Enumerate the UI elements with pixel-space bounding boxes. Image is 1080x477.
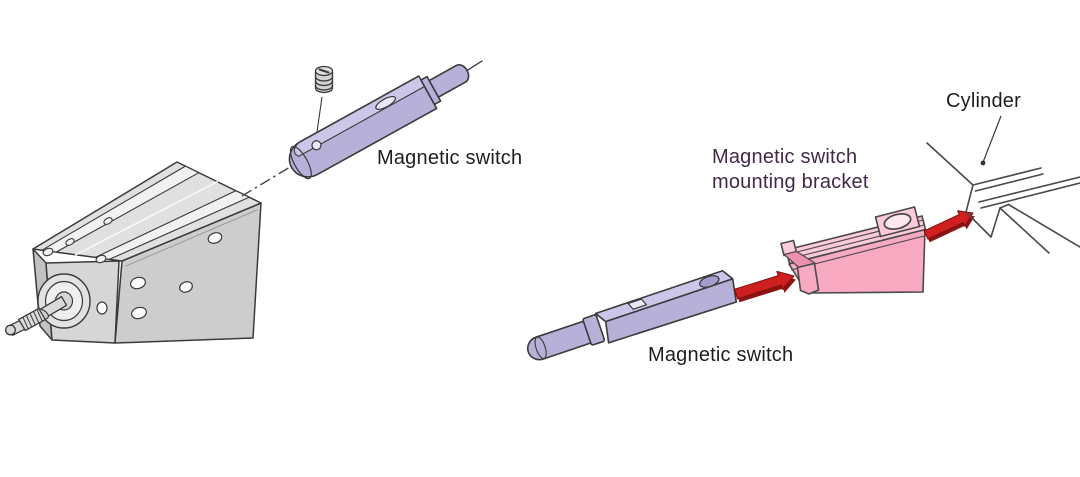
- bracket-left-lower-prong: [796, 262, 820, 295]
- cylinder-right-face-chamfer-line: [125, 209, 258, 267]
- cylinder-art-left-face: [965, 184, 974, 213]
- switch-right-cable-end-cap: [534, 336, 547, 360]
- insertion-arrow-right: [923, 210, 975, 243]
- cylinder-art-rail-long-2: [980, 182, 1080, 209]
- bracket-screw-hole: [883, 213, 912, 230]
- set-screw-thread-2: [314, 80, 334, 87]
- magnetic-switch-right-illustration: [526, 269, 738, 361]
- magnetic-switch-left-illustration: [288, 60, 483, 180]
- piston-rod-thread-hatching: [22, 309, 43, 330]
- piston-rod-tip-cap: [5, 324, 16, 336]
- insertion-arrow-right-face: [923, 210, 974, 240]
- cylinder-art-edge: [926, 142, 974, 186]
- cylinder-front-scallop-1: [42, 247, 54, 257]
- set-screw-body: [314, 71, 334, 94]
- cylinder-art-rail-long-1: [978, 176, 1080, 203]
- cylinder-art-rail-top-1: [972, 167, 1042, 186]
- cylinder-side-hole-1: [207, 232, 223, 244]
- switch-left-body: [288, 75, 438, 178]
- cylinder-front-scallop-2: [95, 254, 107, 264]
- switch-left-cable-wire: [466, 60, 483, 71]
- cylinder-art-groove-notch: [965, 203, 1010, 238]
- set-screw-illustration: [314, 65, 334, 94]
- cylinder-side-hole-4: [131, 306, 147, 320]
- cylinder-art-diagonal-1: [999, 207, 1050, 254]
- insertion-arrow-left-face: [734, 270, 795, 300]
- label-mounting-bracket-line2: mounting bracket: [712, 171, 869, 193]
- set-screw-thread-1: [314, 75, 334, 82]
- switch-left-cable-boot: [428, 64, 470, 98]
- cylinder-top-hole-small-2: [65, 238, 75, 246]
- set-screw-slot: [318, 68, 330, 74]
- cylinder-side-hole-3: [130, 276, 146, 290]
- cylinder-front-hole-small: [96, 301, 108, 315]
- switch-right-collar: [582, 314, 606, 346]
- switch-right-side-face: [604, 278, 738, 344]
- cylinder-body-illustration: [5, 161, 262, 344]
- cylinder-art-rail-top-2: [974, 173, 1044, 192]
- switch-right-magnet-hole: [699, 275, 720, 288]
- cylinder-top-face: [32, 161, 262, 262]
- insertion-arrow-left: [734, 270, 796, 303]
- cylinder-leader-line: [982, 115, 1002, 162]
- label-cylinder: Cylinder: [946, 90, 1021, 112]
- cylinder-top-highlight-line: [74, 180, 219, 256]
- label-mounting-bracket: Magnetic switch mounting bracket: [712, 145, 869, 195]
- cylinder-groove-line-art: [926, 142, 1080, 254]
- set-screw-thread-3: [314, 84, 334, 91]
- label-magnetic-switch-left: Magnetic switch: [377, 147, 523, 169]
- cylinder-top-hole-small-1: [103, 217, 113, 225]
- cylinder-art-diagonal-2: [1007, 203, 1080, 248]
- label-magnetic-switch-right: Magnetic switch: [648, 344, 794, 366]
- switch-left-end-cap: [289, 145, 312, 180]
- cylinder-leader-dot: [980, 160, 986, 166]
- switch-right-indicator-window: [627, 298, 648, 310]
- label-mounting-bracket-line1: Magnetic switch: [712, 146, 858, 168]
- cylinder-side-hole-2: [179, 281, 193, 293]
- mounting-bracket-illustration: [780, 206, 927, 295]
- switch-left-indicator-window: [375, 95, 397, 110]
- switch-left-setscrew-hole: [311, 140, 322, 151]
